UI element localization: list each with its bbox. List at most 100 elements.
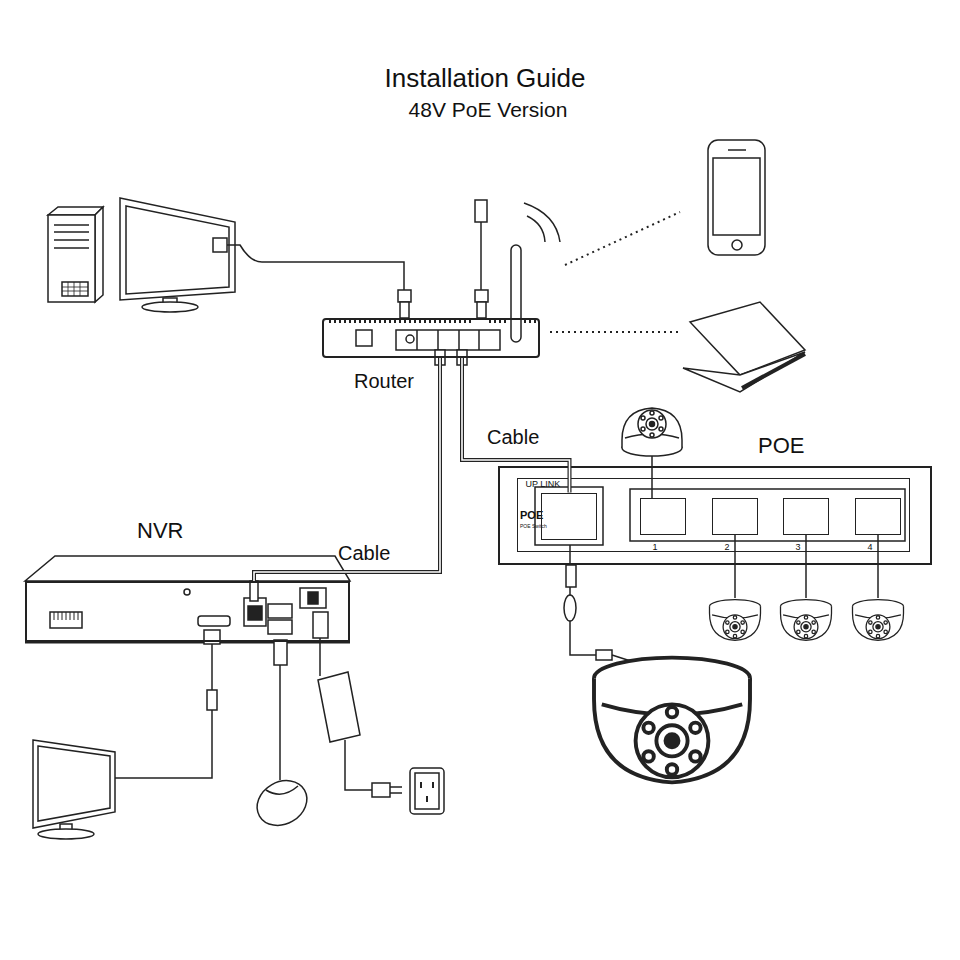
dome-camera <box>853 600 904 641</box>
vga-monitor <box>207 690 217 710</box>
vga-monitor <box>33 740 115 828</box>
router-device <box>406 335 414 343</box>
camera-wires <box>566 565 576 587</box>
router-box: Router <box>322 318 540 358</box>
router-device <box>511 245 521 342</box>
node-label: 2 <box>725 543 730 553</box>
dome-camera <box>622 408 682 456</box>
router-device <box>396 330 500 350</box>
internet-cable <box>475 290 488 302</box>
camera-wires <box>564 456 878 664</box>
internet-cable <box>480 222 482 290</box>
smartphone <box>708 140 765 255</box>
camera-wires <box>596 650 612 660</box>
wifi-waves <box>524 203 560 242</box>
desktop-monitor <box>142 302 198 312</box>
desktop-monitor <box>126 206 229 294</box>
camera-wires <box>569 545 571 565</box>
power-adapter <box>415 773 439 809</box>
router-device <box>330 245 535 365</box>
nvr-chassis <box>25 556 350 642</box>
pc-cable <box>213 238 411 318</box>
vga-monitor <box>38 746 110 821</box>
laptop <box>683 352 805 392</box>
internet-cable <box>475 200 487 222</box>
power-adapter <box>421 782 433 802</box>
power-adapter <box>390 787 402 793</box>
diagram-title: Installation Guide <box>0 64 960 93</box>
camera-wires <box>877 535 879 598</box>
camera-wires <box>734 535 736 598</box>
computer-tower <box>48 207 103 302</box>
nvr-chassis <box>54 612 78 620</box>
poe-port-group <box>535 487 603 545</box>
router-device <box>356 330 372 346</box>
poe-port: 4 <box>855 498 901 535</box>
smartphone <box>713 158 760 235</box>
uplink-port: UP LINK <box>541 493 597 540</box>
nvr-box: NVR <box>25 581 350 642</box>
wifi-waves <box>524 203 560 242</box>
poe-port-group <box>630 489 905 541</box>
nvr-chassis <box>244 598 266 626</box>
internet-cable <box>475 200 488 318</box>
vga-monitor <box>211 644 213 690</box>
wireless-link <box>550 331 680 333</box>
power-adapter <box>318 638 444 814</box>
cable-connector <box>462 358 570 493</box>
vga-monitor <box>115 710 212 778</box>
subtitle: 48V PoE Version <box>0 98 960 121</box>
node-label: POE <box>758 434 804 458</box>
pc-cable <box>398 290 411 302</box>
usb-mouse <box>266 786 298 794</box>
camera-wires <box>805 535 807 598</box>
computer-tower <box>54 225 89 248</box>
node-label: 3 <box>796 543 801 553</box>
nvr-chassis <box>308 592 318 604</box>
node-sublabel: POE Switch <box>520 524 547 530</box>
cable-connector <box>462 358 570 493</box>
usb-mouse <box>279 665 281 780</box>
nvr-chassis <box>250 581 258 601</box>
edge-label: Cable <box>338 542 390 564</box>
poe-port: 3 <box>783 498 829 535</box>
smartphone <box>728 149 746 151</box>
camera-wires <box>564 595 576 621</box>
power-adapter <box>319 638 321 676</box>
dome-camera <box>594 658 750 783</box>
laptop <box>683 302 805 392</box>
power-adapter <box>372 783 390 797</box>
poe-port-group <box>535 487 905 545</box>
switch-panel: POEPOE SwitchUP LINK1234 <box>517 478 910 552</box>
cable-connector <box>254 358 440 581</box>
router-device <box>417 330 479 350</box>
node-label: 4 <box>868 543 873 553</box>
usb-mouse <box>249 640 315 834</box>
desktop-monitor <box>120 198 235 312</box>
node-label: UP LINK <box>526 480 561 490</box>
nvr-chassis <box>300 588 326 608</box>
computer-tower <box>48 207 103 215</box>
smartphone <box>708 140 765 255</box>
cable-connector <box>254 358 440 581</box>
node-label: Router <box>354 370 414 392</box>
nvr-chassis <box>50 612 82 628</box>
internet-cable <box>477 302 486 318</box>
camera-wires <box>569 587 571 595</box>
desktop-monitor <box>120 198 235 300</box>
cable-connector <box>462 358 570 493</box>
computer-tower <box>62 282 88 296</box>
nvr-chassis <box>268 620 292 634</box>
power-adapter <box>318 672 360 742</box>
edge-label: Cable <box>487 426 539 448</box>
pc-cable <box>400 302 409 318</box>
power-adapter <box>410 768 444 814</box>
nvr-chassis <box>268 604 292 618</box>
vga-monitor <box>33 630 220 839</box>
camera-wires <box>570 621 596 655</box>
nvr-chassis <box>313 612 328 638</box>
computer-tower <box>62 282 88 296</box>
